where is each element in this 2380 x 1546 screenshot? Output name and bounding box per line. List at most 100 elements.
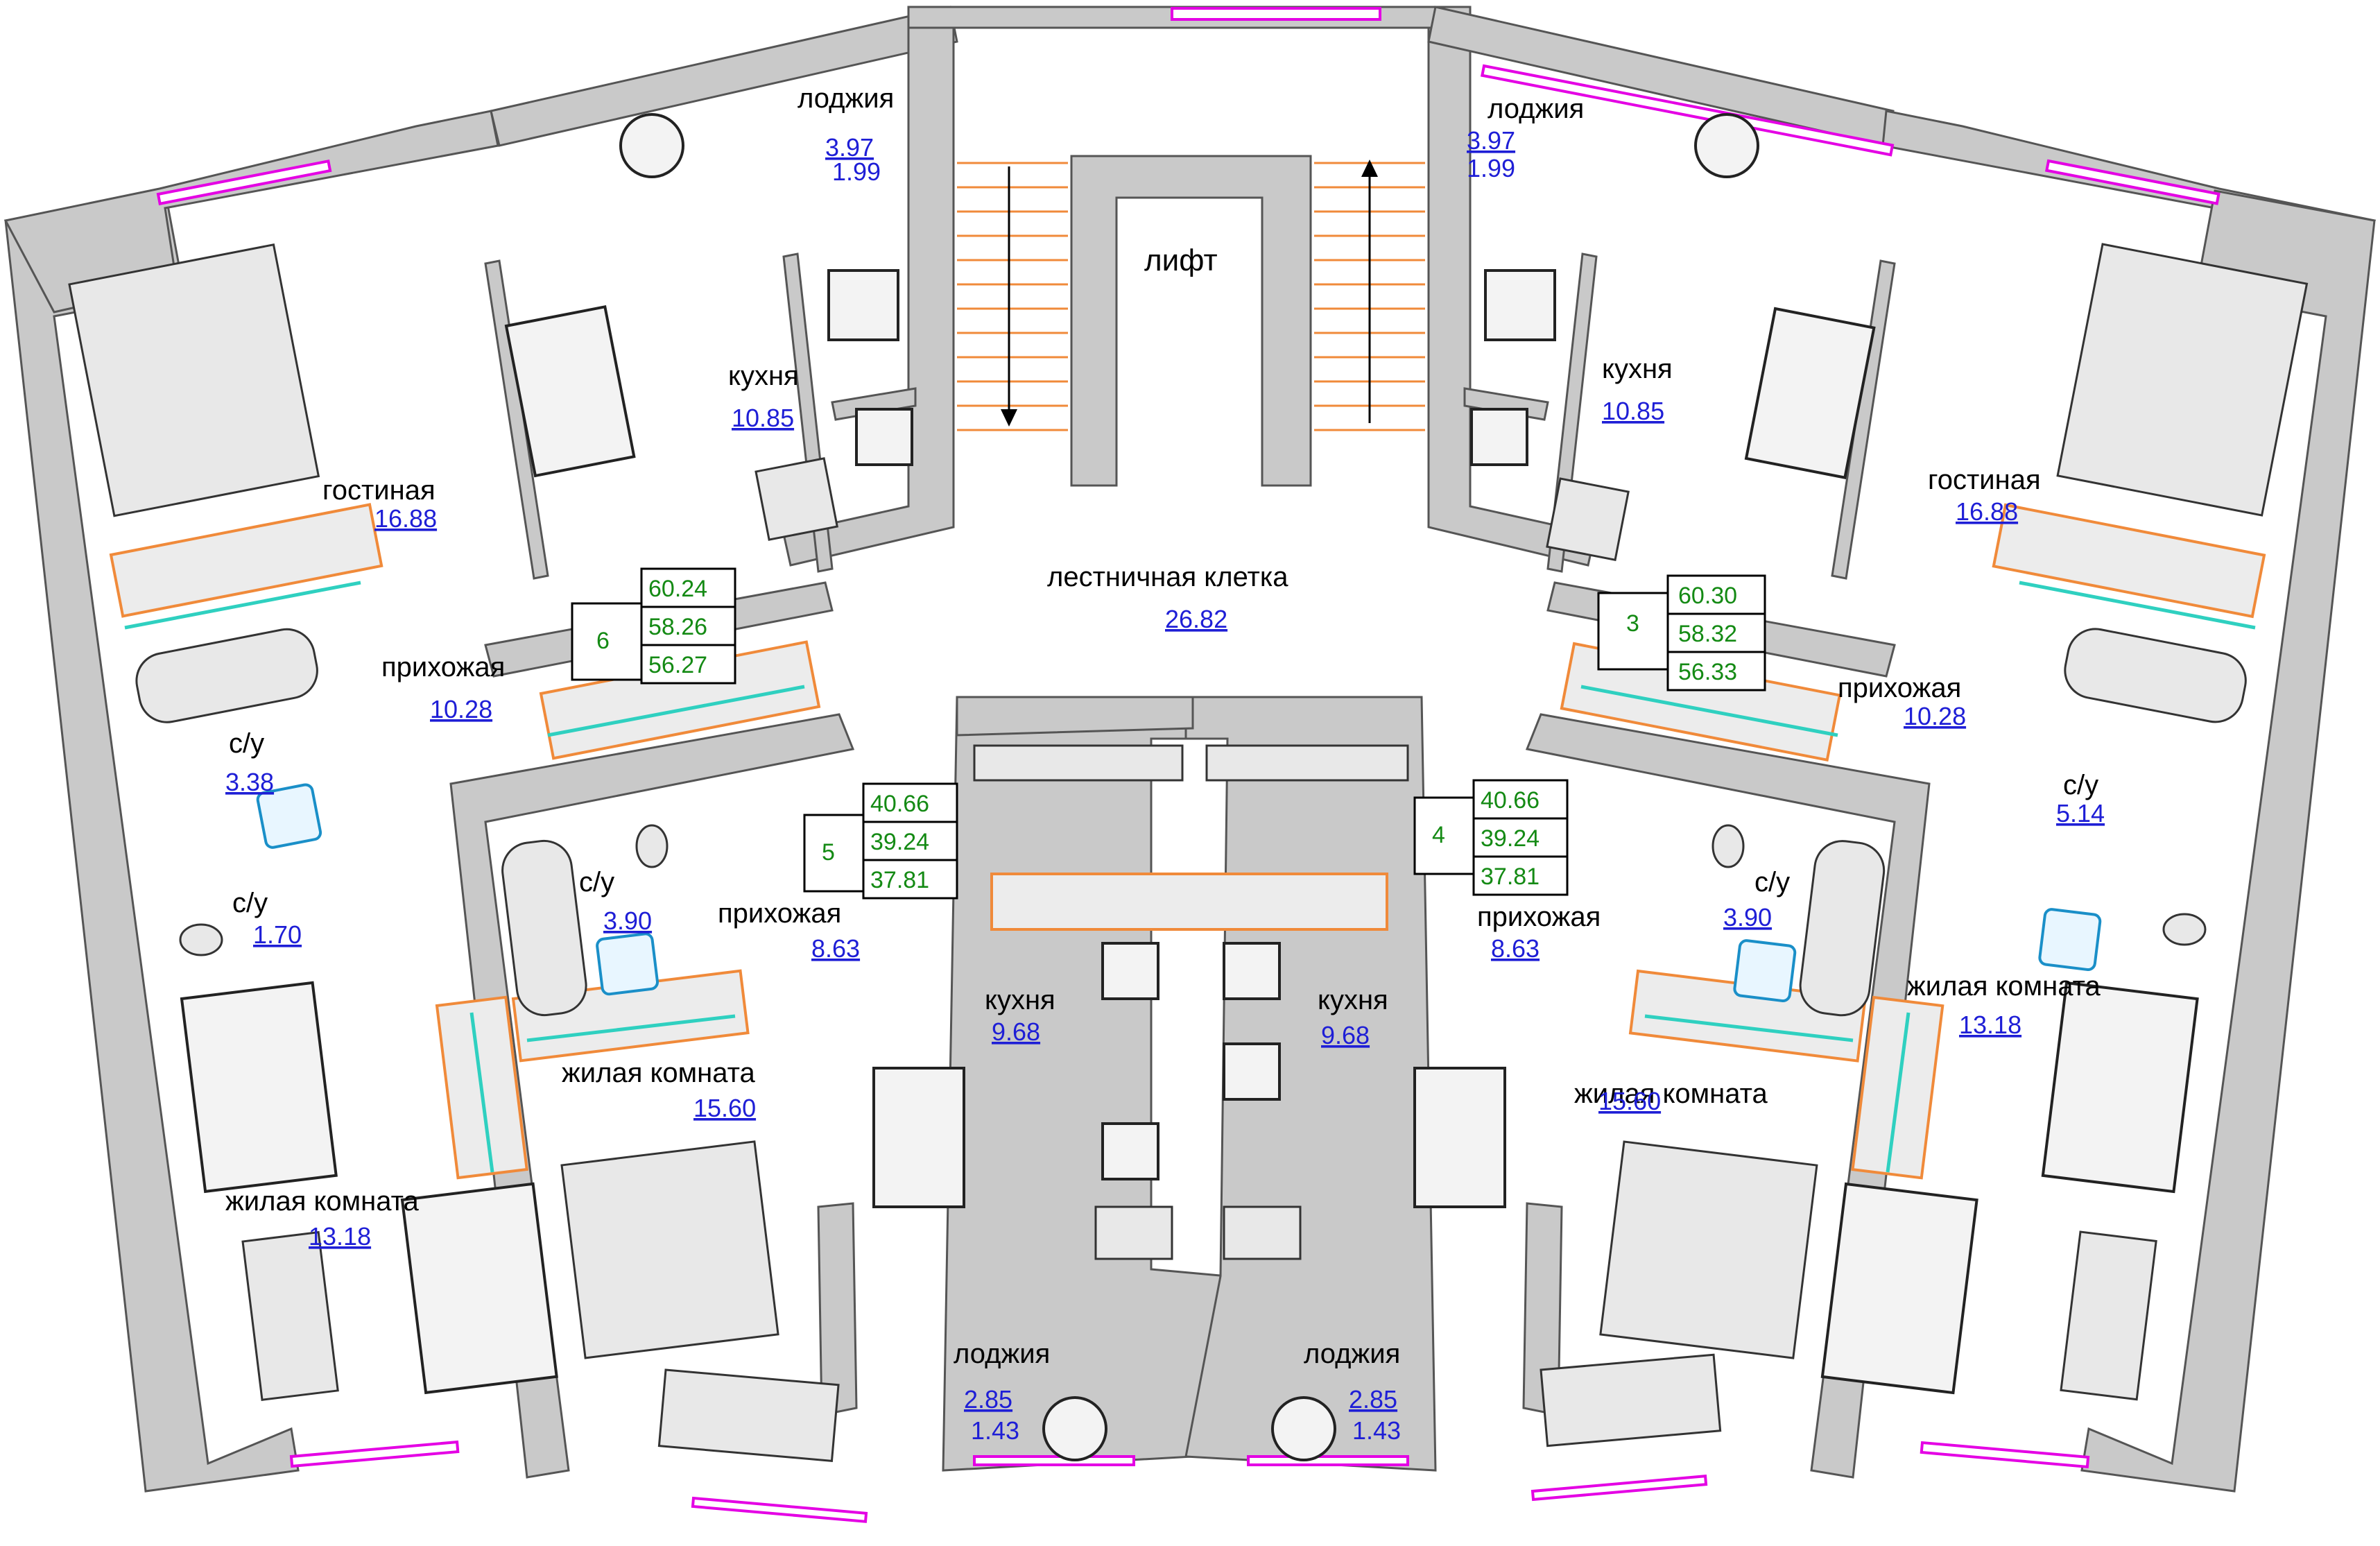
table-kitchen-5 [872, 1067, 965, 1208]
bed-left-room13-b [400, 1182, 558, 1395]
room-area-2: 1.99 [832, 157, 881, 186]
apartment-number: 4 [1432, 822, 1445, 848]
table-kitchen-left [504, 304, 636, 478]
apartment-table-4: 4 40.66 39.24 37.81 [1413, 779, 1569, 896]
loggia-table-left-top [619, 113, 684, 178]
room-area: 15.60 [1598, 1087, 1661, 1115]
table-kitchen-right [1744, 307, 1876, 479]
window-room-15-left [691, 1496, 868, 1523]
room-area: 1.70 [253, 920, 302, 949]
stove-left [827, 269, 899, 341]
toilet-su-390-left [635, 824, 669, 868]
shower-tray-su-390-left [596, 932, 659, 996]
labels: лифт лестничная клетка 26.82 лоджия 3.97… [225, 83, 2105, 1445]
apartment-area-living: 56.33 [1678, 659, 1737, 685]
room-name: лоджия [1488, 94, 1584, 124]
bathtub-su-390-left [501, 839, 587, 1017]
sink-kitchen-5 [1101, 942, 1159, 1000]
fridge-kitchen-left [754, 457, 839, 541]
fridge-kitchen-5 [1094, 1205, 1173, 1260]
apartment-area-reduced: 58.32 [1678, 621, 1737, 647]
room-name: прихожая [1838, 673, 1961, 703]
wall-left-upper-back [490, 6, 958, 147]
room-area: 9.68 [992, 1017, 1040, 1046]
desk-left [241, 1230, 339, 1401]
room-area: 3.97 [825, 133, 874, 162]
apartment-area-reduced: 39.24 [1481, 825, 1540, 852]
room-area-2: 1.43 [1352, 1416, 1401, 1445]
room-area: 13.18 [309, 1222, 371, 1251]
room-name: кухня [1318, 985, 1388, 1015]
apartment-table-5: 5 40.66 39.24 37.81 [803, 782, 958, 900]
fridge-kitchen-right [1546, 477, 1630, 562]
room-area: 10.85 [732, 404, 794, 432]
bed-left-room13-a [180, 981, 338, 1194]
shower-tray-left [256, 783, 322, 849]
fridge-kitchen-4 [1223, 1205, 1302, 1260]
wall-partition-b [1831, 259, 1896, 580]
window-loggia-4 [1247, 1455, 1409, 1466]
bed-right-living [2056, 243, 2309, 517]
room-name: прихожая [1477, 902, 1601, 932]
loggia-table-4 [1271, 1396, 1336, 1461]
window-left-bottom [289, 1440, 460, 1468]
wall-partition-g [817, 1202, 858, 1416]
window-room-15-right [1530, 1475, 1708, 1502]
wardrobes [109, 503, 2266, 1180]
room-area: 2.85 [1349, 1385, 1397, 1414]
elevator-shaft [1070, 155, 1312, 487]
elevator-label: лифт [1144, 243, 1218, 277]
room-name: жилая комната [225, 1186, 419, 1217]
room-area-2: 1.99 [1467, 154, 1515, 182]
room-area: 10.28 [1904, 702, 1966, 730]
room-area: 2.85 [964, 1385, 1012, 1414]
room-name: лоджия [1304, 1339, 1400, 1369]
apartment-area-living: 37.81 [1481, 864, 1540, 890]
room-area: 16.88 [1956, 497, 2018, 526]
toilet-su-390-right [1711, 824, 1745, 868]
room-name: лоджия [954, 1339, 1050, 1369]
room-area: 8.63 [811, 934, 860, 963]
desk-bottom-right [1540, 1353, 1722, 1448]
walls [3, 6, 2377, 1493]
room-name: с/у [232, 888, 268, 918]
desk-bottom-left [657, 1368, 840, 1462]
room-name: кухня [1602, 354, 1673, 384]
stairwell-area: 26.82 [1165, 605, 1227, 633]
bathtub-left [135, 628, 318, 723]
apartment-number: 6 [596, 628, 610, 654]
apartment-area-total: 60.24 [648, 576, 707, 602]
wall-partition-e [831, 387, 917, 421]
bed-left-room15 [560, 1140, 779, 1359]
stove-kitchen-4 [1223, 1042, 1281, 1101]
wall-lower-left-wing [449, 713, 855, 1479]
wall-partition-h [1522, 1202, 1563, 1416]
room-name: кухня [985, 985, 1055, 1015]
room-area: 5.14 [2056, 799, 2105, 827]
room-area: 3.90 [1723, 903, 1772, 931]
room-area: 10.28 [430, 695, 492, 723]
apartment-number: 3 [1626, 610, 1639, 637]
stove-right [1484, 269, 1556, 341]
sink-kitchen-right [1470, 408, 1528, 466]
window-right-living [2044, 159, 2221, 205]
toilet-su-514 [2162, 913, 2207, 946]
apartment-area-reduced: 58.26 [648, 614, 707, 640]
wall-right-outer [2080, 189, 2376, 1493]
room-area: 10.85 [1602, 397, 1664, 425]
toilet-su-170 [179, 923, 223, 956]
shower-tray-su-514 [2038, 908, 2102, 972]
wall-left-outer [4, 189, 300, 1493]
bathtub-su-390-right [1799, 840, 1886, 1017]
bed-right-room15 [1599, 1140, 1818, 1359]
table-kitchen-4 [1413, 1067, 1506, 1208]
stairs [957, 160, 1425, 431]
windows [156, 7, 2221, 1523]
room-name: с/у [2063, 770, 2098, 800]
room-name: с/у [229, 728, 264, 759]
stove-kitchen-5 [1101, 1122, 1159, 1180]
loggia-table-5 [1042, 1396, 1107, 1461]
loggia-table-right-top [1694, 113, 1759, 178]
bed-right-room13-b [1820, 1182, 1978, 1395]
